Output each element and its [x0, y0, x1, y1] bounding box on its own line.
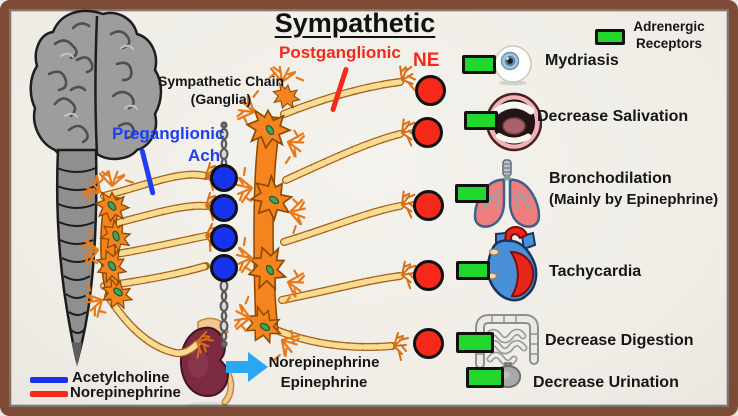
- postganglionic-label: Postganglionic: [279, 43, 401, 62]
- sympathetic-chain-label: Sympathetic Chain (Ganglia): [157, 73, 285, 107]
- legend-acetylcholine-label: Acetylcholine: [72, 369, 170, 386]
- ne-dot: [413, 190, 444, 221]
- postganglionic-axons: [272, 61, 422, 361]
- ganglion-node: [210, 194, 238, 222]
- adrenergic-receptor-icon: [464, 111, 498, 130]
- postganglionic-neurons: [230, 62, 309, 367]
- effect-label-bronchodilation: Bronchodilation: [549, 170, 672, 187]
- mouth-icon: [486, 92, 542, 152]
- norepinephrine-line-swatch: [30, 391, 68, 397]
- effect-label-urination: Decrease Urination: [533, 374, 679, 391]
- effect-sublabel-bronchodilation: (Mainly by Epinephrine): [549, 191, 719, 208]
- ganglion-node: [210, 164, 238, 192]
- chain-links: [219, 121, 229, 348]
- acetylcholine-line-swatch: [30, 377, 68, 383]
- arrow-right-icon: [226, 352, 268, 382]
- eye-icon: [494, 45, 532, 86]
- effect-label-salivation: Decrease Salivation: [537, 108, 689, 125]
- adrenal-output-label: Norepinephrine Epinephrine: [268, 354, 380, 391]
- ach-label: Ach: [188, 146, 221, 165]
- adrenergic-receptor-icon: [456, 332, 494, 353]
- adrenergic-receptor-icon: [456, 261, 490, 280]
- ganglion-node: [210, 224, 238, 252]
- page-title: Sympathetic: [274, 8, 436, 38]
- spinal-cord-icon: [56, 148, 98, 367]
- ganglion-node: [210, 254, 238, 282]
- effect-label-tachycardia: Tachycardia: [549, 263, 642, 280]
- ne-dot: [412, 117, 443, 148]
- preganglionic-label: Preganglionic: [112, 124, 225, 143]
- ne-label: NE: [413, 50, 440, 71]
- adrenergic-receptor-icon: [462, 55, 496, 74]
- effect-label-digestion: Decrease Digestion: [545, 332, 694, 349]
- adrenergic-receptor-icon: [455, 184, 489, 203]
- heart-icon: [486, 226, 538, 302]
- ne-dot: [413, 260, 444, 291]
- ne-dot: [413, 328, 444, 359]
- adrenergic-receptor-icon: [466, 367, 504, 388]
- preganglionic-neurons: [78, 165, 137, 320]
- adrenergic-receptors-label: Adrenergic Receptors: [633, 19, 705, 51]
- ne-dot: [415, 75, 446, 106]
- legend-norepinephrine-label: Norepinephrine: [70, 384, 181, 401]
- effect-label-mydriasis: Mydriasis: [545, 52, 619, 69]
- adrenergic-receptor-legend-icon: [595, 29, 625, 45]
